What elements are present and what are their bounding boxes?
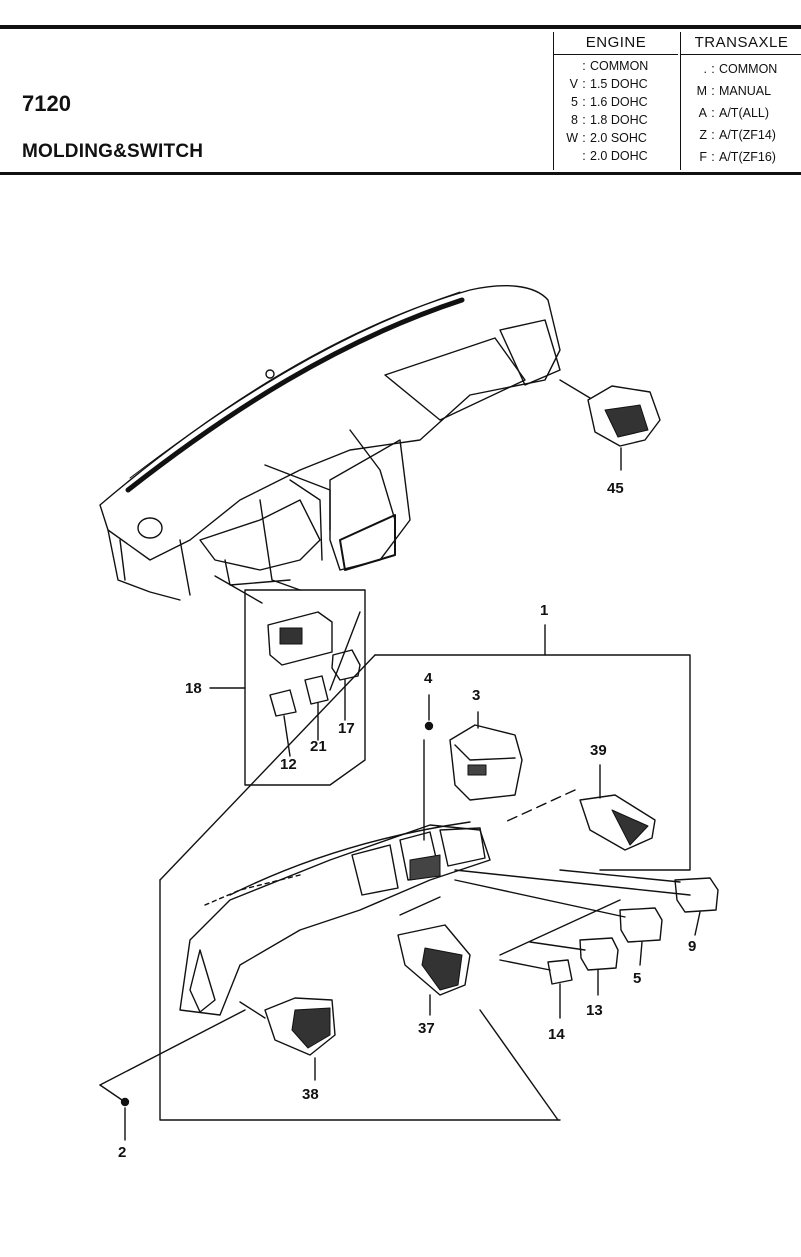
callout-12: 12	[280, 756, 297, 773]
callout-21: 21	[310, 738, 327, 755]
air-vent-38	[239, 997, 336, 1081]
engine-row: 5:1.6 DOHC	[571, 95, 648, 109]
transaxle-legend-heading: TRANSAXLE	[681, 32, 801, 55]
section-code: 7120	[22, 91, 71, 116]
center-fascia-molding	[179, 821, 491, 1016]
engine-row: :2.0 DOHC	[582, 149, 648, 163]
callout-45: 45	[607, 480, 624, 497]
callout-2: 2	[118, 1144, 127, 1161]
transaxle-row: M:MANUAL	[696, 84, 772, 98]
section-title: MOLDING&SWITCH	[22, 141, 204, 162]
switch-13	[579, 937, 619, 996]
switch-5	[619, 907, 663, 966]
callout-14: 14	[548, 1026, 565, 1043]
transaxle-row: A:A/T(ALL)	[698, 106, 770, 120]
engine-row: W:2.0 SOHC	[566, 131, 647, 145]
air-vent-37	[397, 924, 471, 1016]
callout-13: 13	[586, 1002, 603, 1019]
callout-5: 5	[633, 970, 642, 987]
screw-and-switch-3	[423, 694, 523, 841]
assembly-1-bracket	[159, 624, 691, 1121]
callout-38: 38	[302, 1086, 319, 1103]
crash-pad-assembly	[99, 285, 561, 601]
switch-group-18	[209, 575, 366, 786]
switch-9	[674, 877, 719, 936]
screw-2	[99, 1009, 246, 1141]
transaxle-row: .:COMMON	[703, 62, 778, 76]
switch-leader-lines	[399, 869, 691, 971]
engine-row: V:1.5 DOHC	[569, 77, 648, 91]
callout-37: 37	[418, 1020, 435, 1037]
air-vent-39	[504, 764, 656, 851]
callout-39: 39	[590, 742, 607, 759]
engine-row: 8:1.8 DOHC	[571, 113, 648, 127]
transaxle-legend: TRANSAXLE .:COMMON M:MANUAL A:A/T(ALL) Z…	[680, 32, 801, 170]
callout-9: 9	[688, 938, 697, 955]
transaxle-row: F:A/T(ZF16)	[699, 150, 776, 164]
engine-legend: ENGINE :COMMON V:1.5 DOHC 5:1.6 DOHC 8:1…	[553, 32, 678, 170]
callout-18: 18	[185, 680, 202, 697]
switch-14	[547, 959, 573, 1019]
callout-3: 3	[472, 687, 481, 704]
callout-1: 1	[540, 602, 549, 619]
callout-4: 4	[424, 670, 433, 687]
engine-legend-heading: ENGINE	[554, 32, 678, 55]
callout-17: 17	[338, 720, 355, 737]
transaxle-row: Z:A/T(ZF14)	[699, 128, 776, 142]
air-vent-45	[559, 379, 661, 471]
parts-header: 7120 MOLDING&SWITCH	[0, 29, 801, 175]
engine-row: :COMMON	[582, 59, 649, 73]
header-top-rule	[0, 25, 801, 29]
